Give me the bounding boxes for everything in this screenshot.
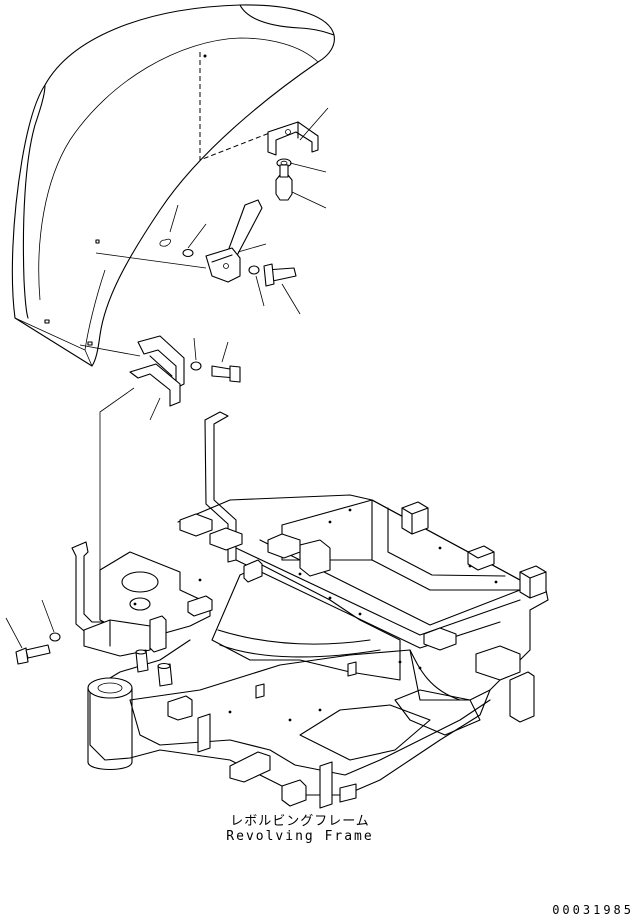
hinge-bracket [130, 336, 184, 406]
hidden-line [200, 52, 290, 160]
latch-lever [206, 200, 262, 282]
washer-hinge [191, 362, 201, 370]
alignment-line [100, 388, 134, 608]
fender-cover [12, 5, 334, 366]
leader-line [292, 192, 326, 208]
leader-line [282, 284, 300, 314]
bolt-left [16, 645, 50, 664]
washer-small [183, 250, 193, 257]
alignment-line [96, 253, 206, 268]
drawing-number: 00031985 [552, 903, 634, 917]
leader-line [6, 618, 22, 648]
leader-line [300, 108, 328, 140]
top-bracket [268, 122, 318, 155]
frame-caption-japanese: レボルビングフレーム [230, 814, 370, 829]
alignment-line [80, 345, 140, 356]
leader-line [256, 276, 264, 306]
bolt-hinge [212, 366, 240, 382]
leader-line [42, 600, 54, 632]
leader-line [170, 205, 178, 232]
leader-line [290, 163, 326, 172]
leader-line [150, 398, 160, 420]
revolving-frame [72, 412, 548, 808]
washer-left [50, 633, 60, 641]
leader-line [238, 244, 266, 252]
leader-line [222, 342, 228, 362]
leader-line [188, 224, 206, 248]
leader-line [194, 338, 196, 360]
bolt-lever [264, 264, 296, 286]
bolt-top [276, 165, 292, 200]
washer-lever [249, 266, 259, 274]
frame-caption-english: Revolving Frame [226, 829, 374, 844]
clip [160, 239, 171, 246]
hole-mark [203, 54, 207, 58]
